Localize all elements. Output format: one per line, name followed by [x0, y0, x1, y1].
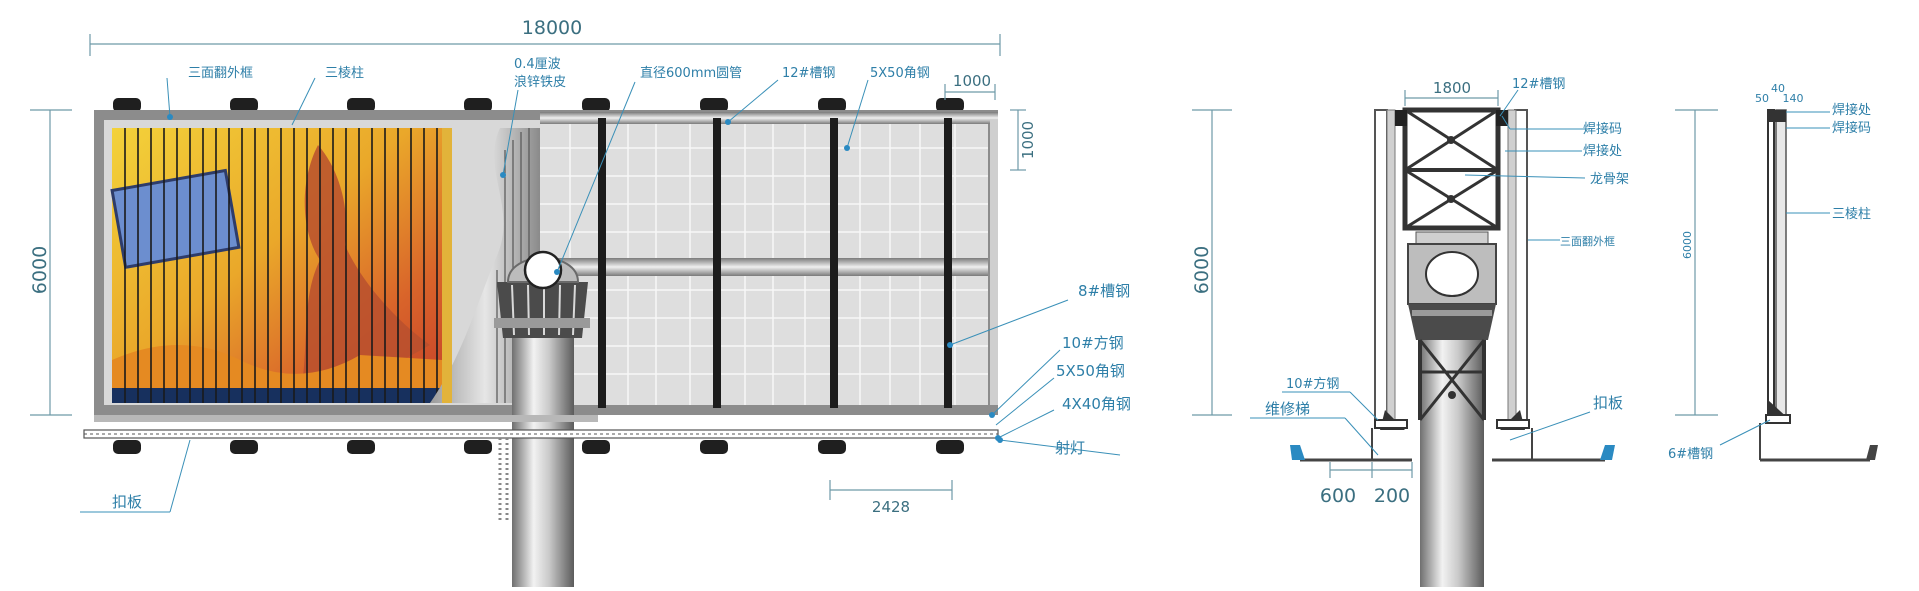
- label-sheet-line2: 浪锌铁皮: [514, 75, 566, 90]
- side-label-clip-plate: 扣板: [1593, 394, 1623, 412]
- side-label-ladder: 维修梯: [1265, 400, 1310, 418]
- label-angle4x40: 4X40角钢: [1062, 395, 1131, 413]
- label-square10: 10#方钢: [1062, 334, 1124, 352]
- side-labels: 12#槽钢 焊接码 焊接处 龙骨架 三面翻外框 10#方钢 维修梯 扣板: [1250, 77, 1629, 456]
- detail-profile: [1759, 109, 1878, 462]
- detail-height-value: 6000: [1681, 231, 1694, 259]
- side-bottom-right-value: 200: [1374, 485, 1410, 507]
- label-clip-plate: 扣板: [112, 493, 142, 511]
- front-labels: 三面翻外框 三棱柱 0.4厘波 浪锌铁皮 直径600mm圆管 12#槽钢 5X5…: [80, 57, 1131, 513]
- front-bay-value: 2428: [872, 498, 910, 516]
- front-height-value: 6000: [29, 246, 51, 294]
- detail-height-dimension: 6000: [1675, 109, 1718, 416]
- side-label-square10: 10#方钢: [1286, 376, 1339, 392]
- detail-label-weld-point: 焊接处: [1832, 102, 1871, 118]
- front-bay-dimension: 2428: [829, 480, 953, 516]
- label-pipe: 直径600mm圆管: [640, 66, 742, 81]
- maintenance-walkway: [83, 415, 999, 520]
- label-angle5x50-top: 5X50角钢: [870, 66, 930, 81]
- detail-top-a: 40: [1771, 82, 1785, 95]
- side-label-channel12: 12#槽钢: [1512, 77, 1565, 92]
- front-width-value: 18000: [522, 17, 582, 39]
- label-channel8: 8#槽钢: [1078, 282, 1130, 300]
- side-height-dimension: 6000: [1191, 109, 1232, 416]
- side-label-weld-point: 焊接处: [1583, 143, 1622, 159]
- front-height-dimension: 6000: [29, 109, 72, 416]
- side-width-value: 1800: [1433, 79, 1471, 97]
- side-bottom-left-value: 600: [1320, 485, 1356, 507]
- label-prism: 三棱柱: [325, 65, 364, 81]
- lower-truss: [1418, 339, 1486, 421]
- side-label-keel: 龙骨架: [1590, 172, 1629, 187]
- front-top-right-dimension: 1000: [944, 72, 996, 100]
- front-side-right-dimension: 1000: [1010, 109, 1037, 171]
- label-outer-frame: 三面翻外框: [188, 66, 253, 81]
- side-label-weld-code: 焊接码: [1583, 121, 1622, 137]
- side-pole: [1420, 330, 1484, 587]
- label-angle5x50: 5X50角钢: [1056, 362, 1125, 380]
- detail-section: 6000 40 50 140 焊接处 焊接码 三棱柱 6#槽钢: [1668, 82, 1878, 462]
- detail-top-c: 140: [1783, 92, 1804, 105]
- side-width-dimension: 1800: [1404, 79, 1499, 106]
- detail-labels: 焊接处 焊接码 三棱柱 6#槽钢: [1668, 102, 1871, 462]
- detail-label-channel6: 6#槽钢: [1668, 447, 1713, 462]
- detail-label-weld-code: 焊接码: [1832, 120, 1871, 136]
- side-bottom-dimension: 600 200: [1320, 462, 1413, 507]
- front-width-dimension: 18000: [89, 17, 1001, 56]
- bottom-spotlights: [113, 440, 964, 454]
- side-elevation: 6000 1800: [1191, 77, 1629, 587]
- front-side-right-value: 1000: [1019, 121, 1037, 159]
- side-ladders: [1290, 410, 1615, 462]
- side-pipe-box: [1407, 231, 1497, 340]
- front-top-right-value: 1000: [953, 72, 991, 90]
- label-channel12: 12#槽钢: [782, 66, 835, 81]
- main-pole: [494, 250, 590, 587]
- side-height-value: 6000: [1191, 246, 1213, 294]
- detail-label-prism: 三棱柱: [1832, 206, 1871, 222]
- front-elevation: 18000 6000: [29, 17, 1131, 587]
- keel-truss: [1402, 107, 1501, 231]
- grid-panel: [540, 112, 998, 408]
- side-label-outer-frame: 三面翻外框: [1560, 234, 1615, 248]
- label-spotlight: 射灯: [1055, 439, 1085, 457]
- detail-top-dimension: 40 50 140: [1755, 82, 1804, 105]
- top-spotlights: [113, 98, 964, 112]
- label-sheet-line1: 0.4厘波: [514, 57, 561, 72]
- detail-top-b: 50: [1755, 92, 1769, 105]
